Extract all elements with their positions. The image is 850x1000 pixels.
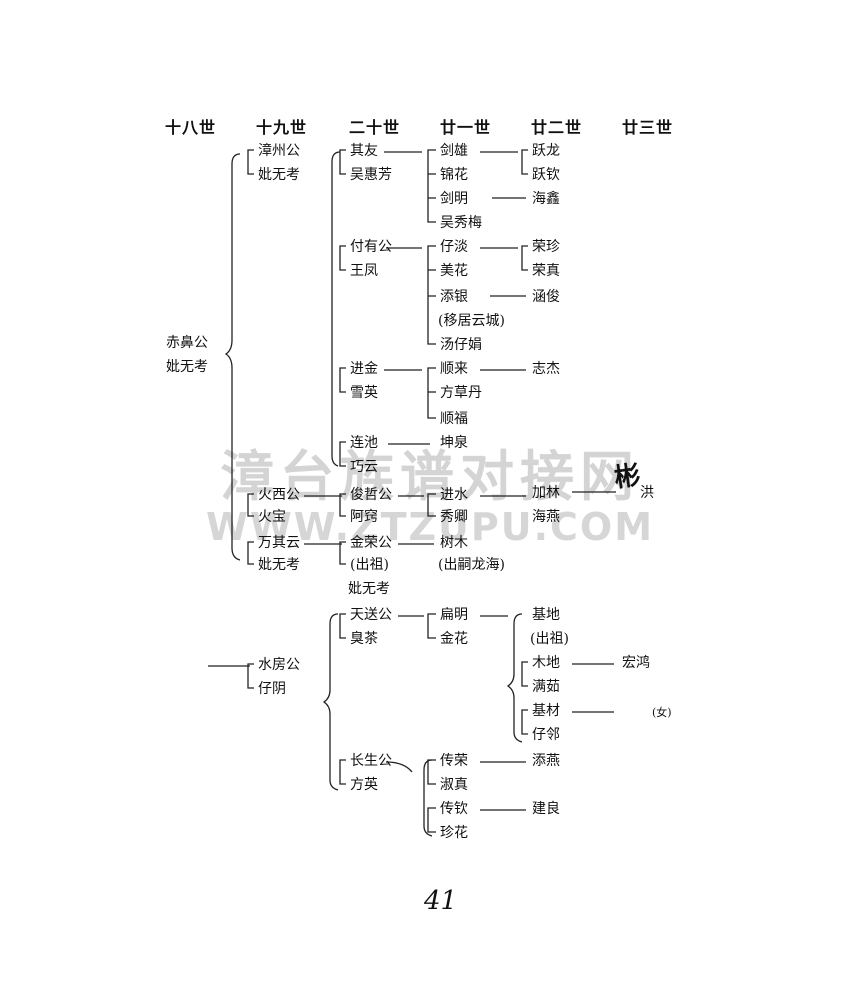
person: (出祖)	[350, 557, 389, 573]
person: 洪	[640, 485, 654, 501]
person: 仔淡	[440, 239, 468, 255]
person: 珍花	[440, 825, 468, 841]
person: 其友	[350, 143, 378, 159]
person: 俊哲公	[350, 487, 392, 503]
person: 金荣公	[350, 535, 392, 551]
person: 吴惠芳	[350, 167, 392, 183]
person: 巧云	[350, 459, 378, 475]
person: 付有公	[350, 239, 392, 255]
person: 仔邻	[532, 727, 560, 743]
person: 进水	[440, 487, 468, 503]
generation-header-20: 二十世	[349, 118, 401, 137]
person: 荣真	[532, 263, 560, 279]
person: 跃钦	[532, 167, 560, 183]
person: 涵俊	[532, 289, 560, 305]
person: 淑真	[440, 777, 468, 793]
person: 吴秀梅	[440, 215, 482, 231]
generation-header-21: 廿一世	[440, 118, 492, 137]
watermark-url: WWW.ZTZUPU.COM	[205, 505, 655, 549]
person: 荣珍	[532, 239, 560, 255]
person: 火西公	[258, 487, 300, 503]
person-18-chibi-spouse: 妣无考	[166, 359, 208, 375]
person: 海燕	[532, 509, 560, 525]
person: 添银	[440, 289, 468, 305]
person-note: (移居云城)	[438, 313, 505, 329]
person: 火宝	[258, 509, 286, 525]
generation-header-19: 十九世	[256, 118, 308, 137]
person: 树木	[440, 535, 468, 551]
person: 传钦	[440, 801, 468, 817]
person: 坤泉	[440, 435, 468, 451]
person-note: (女)	[652, 706, 672, 719]
person: 进金	[350, 361, 378, 377]
person-note: (出祖)	[530, 631, 569, 647]
person: 连池	[350, 435, 378, 451]
person: 满茹	[532, 679, 560, 695]
person: 加林	[532, 485, 560, 501]
person: 雪英	[350, 385, 378, 401]
person: 剑雄	[440, 143, 468, 159]
person: 妣无考	[258, 167, 300, 183]
person: 美花	[440, 263, 468, 279]
generation-header-23: 廿三世	[622, 118, 674, 137]
person: 建良	[532, 801, 560, 817]
person: 漳州公	[258, 143, 300, 159]
person: 妣无考	[348, 581, 390, 597]
person: 金花	[440, 631, 468, 647]
person: 锦花	[440, 167, 468, 183]
generation-header-18: 十八世	[165, 118, 217, 137]
person: 顺来	[440, 361, 468, 377]
person: 汤仔娟	[440, 337, 482, 353]
person: 顺福	[440, 411, 468, 427]
person: 基材	[532, 703, 560, 719]
person: 志杰	[532, 361, 560, 377]
handwritten-stamp: 彬	[612, 460, 643, 494]
person: 剑明	[440, 191, 468, 207]
person: 臭茶	[350, 631, 378, 647]
person: 添燕	[532, 753, 560, 769]
person: 天送公	[350, 607, 392, 623]
generation-header-22: 廿二世	[531, 118, 583, 137]
person-note: (出嗣龙海)	[438, 557, 505, 573]
person: 传荣	[440, 753, 468, 769]
person: 阿窍	[350, 509, 378, 525]
person: 方英	[350, 777, 378, 793]
person: 基地	[532, 607, 560, 623]
person: 万其云	[258, 535, 300, 551]
person: 仔阴	[258, 681, 286, 697]
person: 宏鸿	[622, 655, 650, 671]
person: 水房公	[258, 657, 300, 673]
person: 扁明	[440, 607, 468, 623]
person-18-chibi: 赤鼻公	[166, 335, 208, 351]
page-number: 41	[424, 886, 458, 916]
person: 王凤	[350, 263, 378, 279]
watermark-chinese: 漳台族谱对接网	[220, 445, 640, 508]
person: 秀卿	[440, 509, 468, 525]
person: 木地	[532, 655, 560, 671]
person: 海鑫	[532, 191, 560, 207]
person: 长生公	[350, 753, 392, 769]
person: 跃龙	[532, 143, 560, 159]
person: 方草丹	[440, 385, 482, 401]
person: 妣无考	[258, 557, 300, 573]
